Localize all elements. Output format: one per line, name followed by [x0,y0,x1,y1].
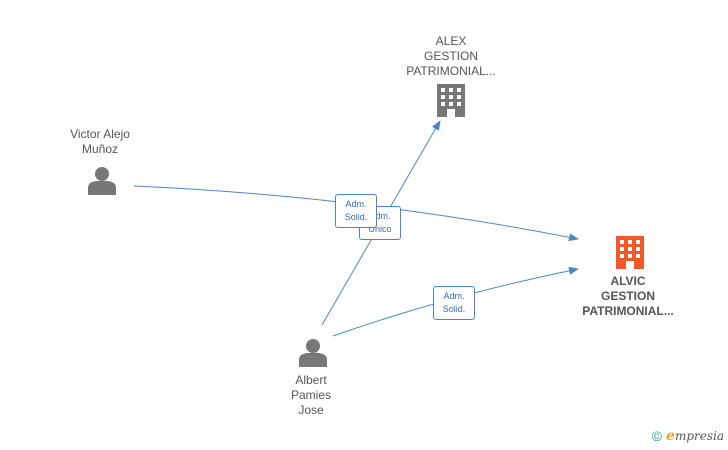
person-icon[interactable] [299,339,327,367]
brand-initial: e [666,428,675,444]
edge-label-adm-solid[interactable]: Adm. Solid. [433,286,475,320]
node-label-victor[interactable]: Victor Alejo Muñoz [70,127,130,156]
node-label-albert[interactable]: Albert Pamies Jose [290,373,331,417]
node-label-alvic[interactable]: ALVIC GESTION PATRIMONIAL... [582,274,674,318]
node-label-alex[interactable]: ALEX GESTION PATRIMONIAL... [406,34,496,78]
empresia-logo: © empresia [652,428,724,444]
copyright-icon: © [651,428,663,444]
building-icon[interactable] [437,84,465,117]
person-icon[interactable] [88,167,116,195]
edge-label-adm-solid[interactable]: Adm. Solid. [335,194,377,228]
brand-name: mpresia [674,429,724,443]
building-icon[interactable] [616,236,644,269]
